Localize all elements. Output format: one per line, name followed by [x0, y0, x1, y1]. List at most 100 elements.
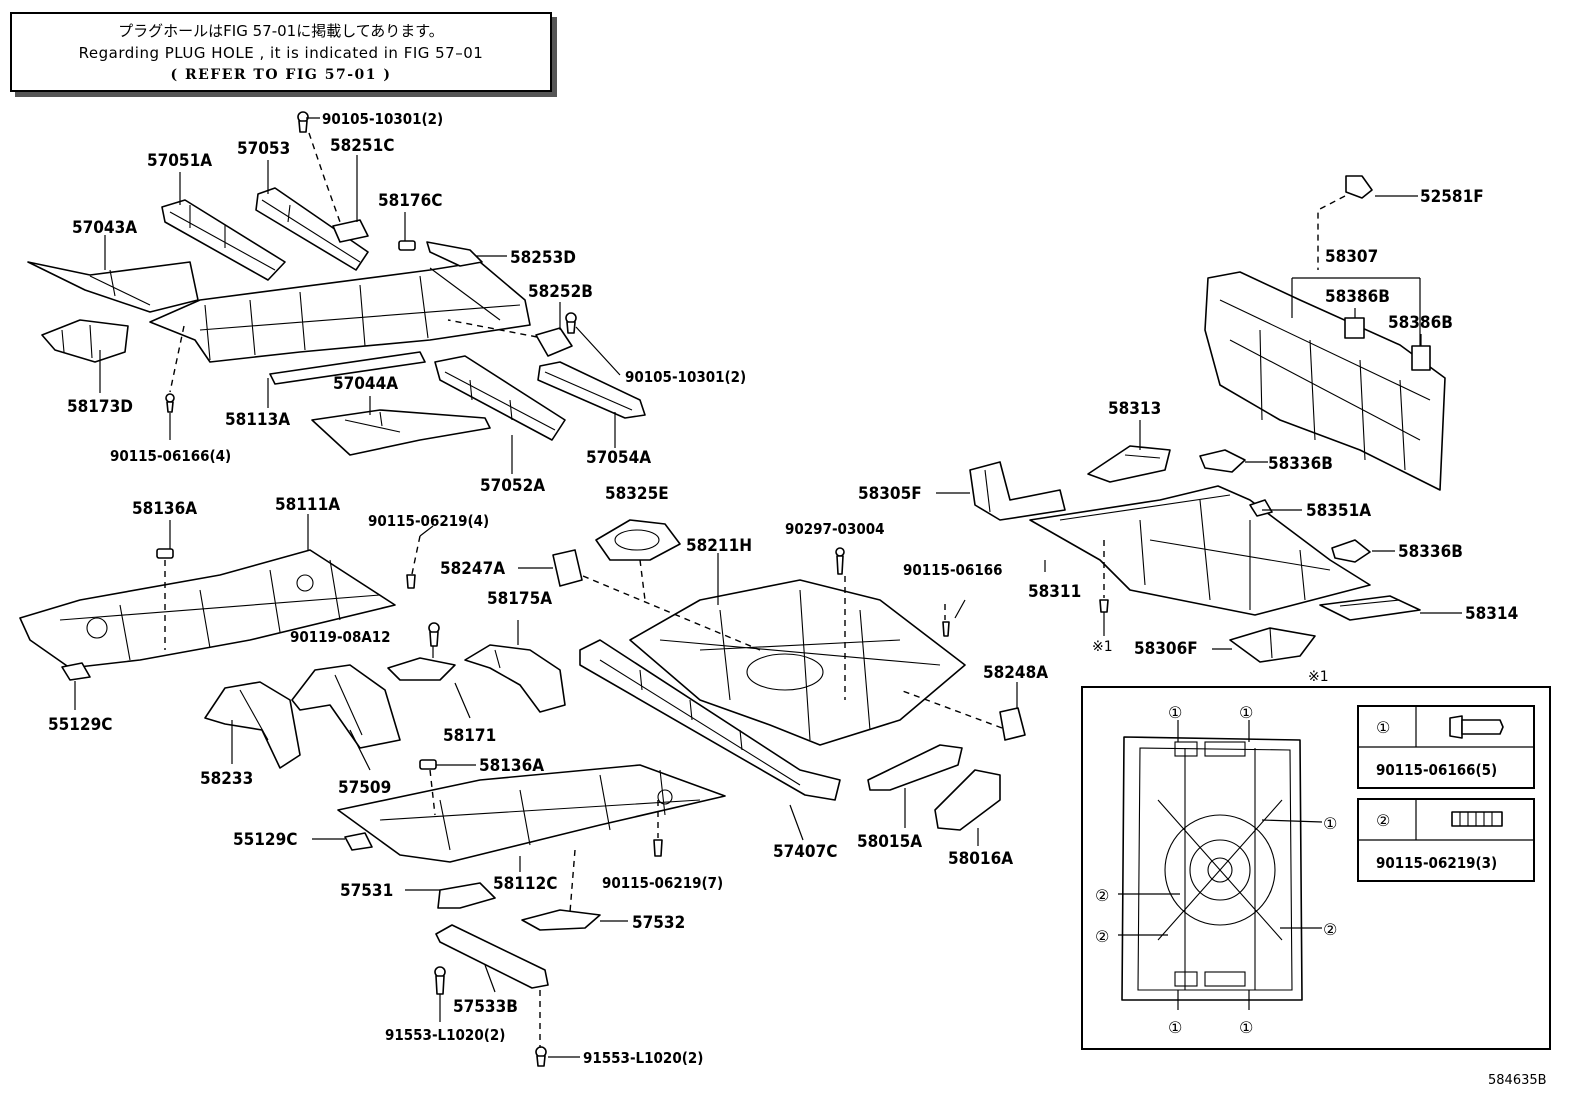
label-91553-L1020-a: 91553-L1020(2): [385, 1026, 505, 1044]
label-58305F: 58305F: [858, 484, 922, 504]
note-english-text: Regarding PLUG HOLE , it is indicated in…: [78, 44, 484, 62]
label-57531: 57531: [340, 881, 393, 901]
part-57532-bracket: [521, 909, 601, 931]
part-55129C-clip-2: [344, 832, 373, 851]
x1-marker-callout: ※1: [1092, 639, 1113, 655]
label-90119-08A12: 90119-08A12: [290, 628, 391, 646]
bolt-90297-03004: [835, 547, 845, 575]
part-58351A-bracket: [1249, 499, 1273, 517]
part-58171-bracket: [387, 657, 456, 681]
inset-callout-1-top-left: ①: [1168, 703, 1182, 722]
part-58016A-brace: [934, 769, 1001, 831]
part-58313-panel: [1087, 445, 1171, 483]
bolt-90119-08A12: [428, 622, 440, 647]
part-57054A-member: [537, 361, 646, 419]
label-90115-06166: 90115-06166: [903, 561, 1003, 579]
part-58113A-front-floor-pan-center: [149, 261, 531, 385]
label-90115-06219-4: 90115-06219(4): [368, 512, 489, 530]
part-58336B-bracket-1: [1199, 449, 1246, 473]
part-58211H-rear-floor-pan: [629, 579, 966, 746]
bolt-90105-10301-top: [297, 111, 309, 133]
inset-callout-2-right: ②: [1323, 920, 1337, 939]
bolt-90115-06166-left: [165, 393, 175, 413]
legend-symbol-1: ①: [1376, 718, 1390, 737]
part-58306F-bracket: [1229, 627, 1316, 663]
bolt-x1-rear: [1099, 599, 1109, 613]
part-58015A-brace: [867, 744, 963, 791]
part-58136A-plug-1: [156, 548, 174, 559]
label-58251C: 58251C: [330, 136, 394, 156]
part-57052A-member: [434, 355, 566, 441]
label-58386B-2: 58386B: [1388, 313, 1453, 333]
label-90105-10301-top: 90105-10301(2): [322, 110, 443, 128]
label-58248A: 58248A: [983, 663, 1048, 683]
part-57043A-reinforcement: [27, 261, 199, 313]
part-58247A-bracket: [552, 549, 583, 587]
label-57407C: 57407C: [773, 842, 837, 862]
part-58173D-bracket: [41, 319, 129, 363]
plug-hole-note: プラグホールはFIG 57-01に掲載してあります。 Regarding PLU…: [10, 12, 552, 92]
label-58307: 58307: [1325, 247, 1378, 267]
part-57509-bracket: [291, 664, 401, 749]
inset-callout-1-bottom-left: ①: [1168, 1018, 1182, 1037]
label-55129C-1: 55129C: [48, 715, 112, 735]
legend-part-2: 90115-06219(3): [1376, 854, 1497, 872]
label-58351A: 58351A: [1306, 501, 1371, 521]
label-55129C-2: 55129C: [233, 830, 297, 850]
part-58248A-bracket: [999, 707, 1026, 741]
part-58136A-plug-2: [419, 759, 437, 770]
label-57509: 57509: [338, 778, 391, 798]
label-57053: 57053: [237, 139, 290, 159]
note-reference-text: ( REFER TO FIG 57-01 ): [170, 67, 392, 83]
part-58252B-gusset: [535, 327, 573, 357]
bolt-90115-06166-center: [942, 621, 950, 637]
inset-callout-1-top-right: ①: [1239, 703, 1253, 722]
label-91553-L1020-b: 91553-L1020(2): [583, 1049, 703, 1067]
label-52581F: 52581F: [1420, 187, 1484, 207]
label-90105-10301-mid: 90105-10301(2): [625, 368, 746, 386]
label-58175A: 58175A: [487, 589, 552, 609]
label-58111A: 58111A: [275, 495, 340, 515]
label-58113A: 58113A: [225, 410, 290, 430]
part-58386B-clip-2: [1411, 345, 1431, 371]
label-57044A: 57044A: [333, 374, 398, 394]
label-58136A-1: 58136A: [132, 499, 197, 519]
label-90297-03004: 90297-03004: [785, 520, 885, 538]
label-58173D: 58173D: [67, 397, 133, 417]
label-58336B-2: 58336B: [1398, 542, 1463, 562]
label-58016A: 58016A: [948, 849, 1013, 869]
label-57052A: 57052A: [480, 476, 545, 496]
inset-callout-1-bottom-right: ①: [1239, 1018, 1253, 1037]
label-57054A: 57054A: [586, 448, 651, 468]
inset-marker: ※1: [1308, 669, 1329, 685]
label-90115-06219-7: 90115-06219(7): [602, 874, 723, 892]
bolt-90115-06219-4: [406, 574, 416, 589]
label-57043A: 57043A: [72, 218, 137, 238]
part-52581F-plug: [1345, 175, 1373, 199]
part-58325E-cover: [595, 519, 681, 561]
label-58325E: 58325E: [605, 484, 669, 504]
label-58015A: 58015A: [857, 832, 922, 852]
label-58247A: 58247A: [440, 559, 505, 579]
label-57532: 57532: [632, 913, 685, 933]
part-58386B-clip-1: [1344, 317, 1365, 339]
label-58211H: 58211H: [686, 536, 752, 556]
legend-symbol-2: ②: [1376, 811, 1390, 830]
figure-reference-number: 584635B: [1488, 1073, 1547, 1088]
label-58314: 58314: [1465, 604, 1518, 624]
label-58252B: 58252B: [528, 282, 593, 302]
label-58253D: 58253D: [510, 248, 576, 268]
bolt-90115-06219-7: [653, 839, 663, 857]
part-57533B-brace: [435, 924, 549, 989]
part-58112C-floor-pan: [337, 764, 726, 863]
inset-callout-2-left-upper: ②: [1095, 886, 1109, 905]
inset-detail-box: [1081, 686, 1551, 1050]
part-58253D-bracket: [426, 241, 483, 267]
label-58311: 58311: [1028, 582, 1081, 602]
label-58313: 58313: [1108, 399, 1161, 419]
part-rear-panel: [1204, 271, 1446, 491]
part-58233-bracket: [204, 681, 301, 769]
part-57051A-side-member: [161, 199, 286, 281]
